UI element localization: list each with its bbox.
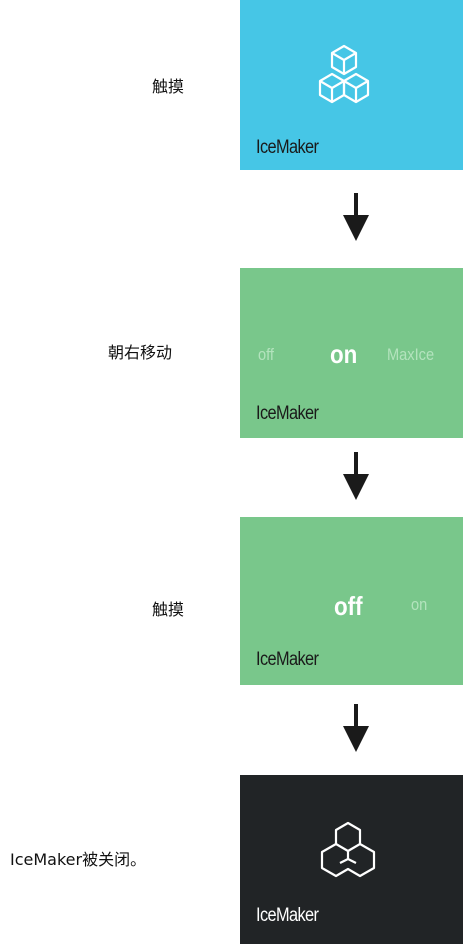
arrow-down-icon	[343, 193, 369, 241]
tile-title: IceMaker	[256, 137, 319, 158]
option-on[interactable]: on	[330, 339, 358, 369]
ice-cubes-icon	[318, 44, 370, 104]
icemaker-mode-tile[interactable]: off on MaxIce IceMaker	[240, 268, 463, 438]
arrow-down-icon	[343, 704, 369, 752]
option-on[interactable]: on	[411, 595, 428, 614]
step-2-instruction: 朝右移动	[108, 343, 173, 362]
icemaker-mode-tile[interactable]: off on IceMaker	[240, 517, 463, 685]
icemaker-tile-off[interactable]: IceMaker	[240, 775, 463, 944]
tile-title: IceMaker	[256, 649, 319, 670]
icemaker-tile[interactable]: IceMaker	[240, 0, 463, 170]
option-maxice[interactable]: MaxIce	[387, 345, 435, 364]
option-off[interactable]: off	[334, 591, 363, 621]
option-off[interactable]: off	[258, 345, 274, 364]
tile-title: IceMaker	[256, 905, 319, 926]
tile-title: IceMaker	[256, 403, 319, 424]
arrow-down-icon	[343, 452, 369, 500]
step-1-instruction: 触摸	[152, 77, 185, 96]
step-4-instruction: IceMaker被关闭。	[10, 850, 147, 869]
ice-cubes-outline-icon	[320, 821, 376, 878]
step-3-instruction: 触摸	[152, 600, 185, 619]
